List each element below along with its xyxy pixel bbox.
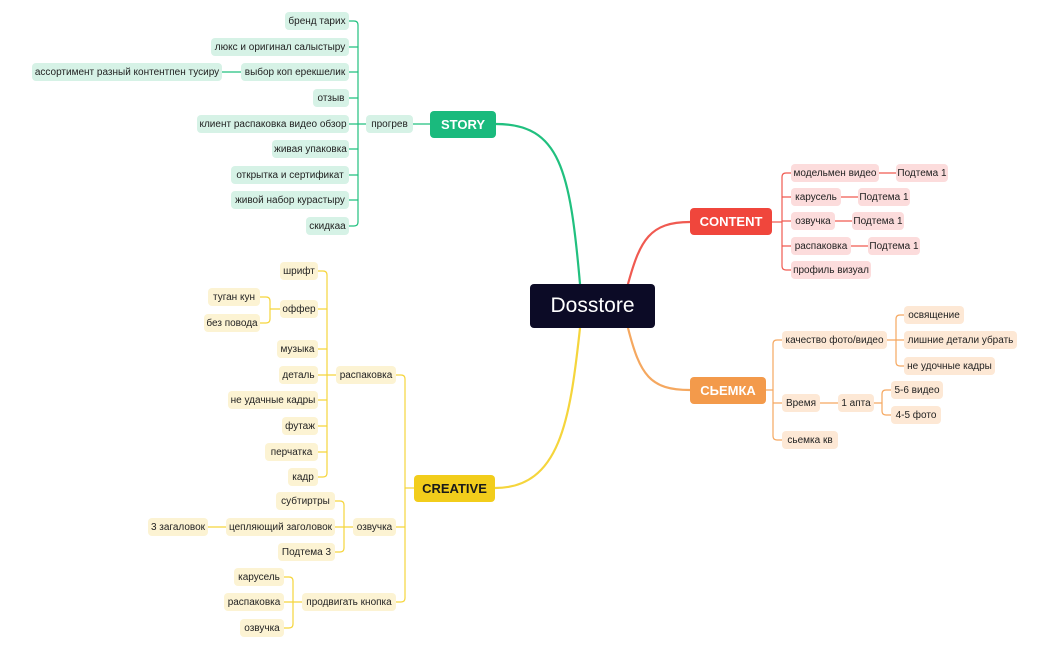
- content-subtopic-node[interactable]: Подтема 1: [868, 237, 920, 255]
- shoot-quality-node[interactable]: качество фото/видео: [782, 331, 887, 349]
- shoot-quality-item-node[interactable]: освящение: [904, 306, 964, 324]
- content-subtopic-node[interactable]: Подтема 1: [896, 164, 948, 182]
- story-progrev-node[interactable]: прогрев: [366, 115, 413, 133]
- creative-branch-node[interactable]: CREATIVE: [414, 475, 495, 502]
- shoot-week-items-stub: [881, 410, 892, 416]
- story-assortment-node[interactable]: ассортимент разный контентпен тусиру: [32, 63, 222, 81]
- creative-items-stub: [395, 374, 406, 380]
- content-item-node[interactable]: карусель: [791, 188, 841, 206]
- creative-voice-item-node[interactable]: субтиртры: [276, 492, 335, 510]
- creative-offer-items-stub: [259, 318, 271, 324]
- creative-voice-item-node[interactable]: цепляющий заголовок: [226, 518, 335, 536]
- content-items-stub: [781, 265, 792, 271]
- creative-headline-sub-node[interactable]: 3 загаловок: [148, 518, 208, 536]
- creative-promo-item-node[interactable]: озвучка: [240, 619, 284, 637]
- shoot-main-link: [626, 326, 692, 392]
- story-item-node[interactable]: клиент распаковка видео обзор: [197, 115, 349, 133]
- creative-unboxing-item-node[interactable]: шрифт: [280, 262, 318, 280]
- story-item-node[interactable]: скидкаа: [306, 217, 349, 235]
- story-item-node[interactable]: открытка и сертификат: [231, 166, 349, 184]
- creative-unboxing-node[interactable]: распаковка: [336, 366, 396, 384]
- story-main-link: [494, 122, 582, 286]
- creative-unboxing-item-node[interactable]: футаж: [282, 417, 318, 435]
- story-item-node[interactable]: отзыв: [313, 89, 349, 107]
- creative-unboxing-item-node[interactable]: не удачные кадры: [228, 391, 318, 409]
- shoot-quality-items-stub: [895, 361, 905, 367]
- creative-unboxing-items-stub: [317, 270, 328, 276]
- creative-unboxing-item-node[interactable]: перчатка: [265, 443, 318, 461]
- content-item-node[interactable]: профиль визуал: [791, 261, 871, 279]
- creative-unboxing-item-node[interactable]: кадр: [288, 468, 318, 486]
- shoot-quality-item-node[interactable]: не удочные кадры: [904, 357, 995, 375]
- shoot-kv-node[interactable]: сьемка кв: [782, 431, 838, 449]
- shoot-quality-items-stub: [895, 314, 905, 320]
- creative-offer-item-node[interactable]: туган кун: [208, 288, 260, 306]
- story-item-node[interactable]: живой набор курастыру: [231, 191, 349, 209]
- content-subtopic-node[interactable]: Подтема 1: [858, 188, 910, 206]
- story-item-node[interactable]: бренд тарих: [285, 12, 349, 30]
- creative-promo-item-node[interactable]: карусель: [234, 568, 284, 586]
- content-items-stub: [781, 172, 792, 178]
- content-item-node[interactable]: озвучка: [791, 212, 835, 230]
- shoot-branch-node[interactable]: СЬЕМКА: [690, 377, 766, 404]
- story-item-node[interactable]: люкс и оригинал салыстыру: [211, 38, 349, 56]
- story-items-stub: [348, 221, 359, 227]
- creative-promo-items-stub: [283, 576, 294, 582]
- shoot-week-node[interactable]: 1 апта: [838, 394, 874, 412]
- shoot-quality-item-node[interactable]: лишние детали убрать: [904, 331, 1017, 349]
- creative-offer-items-stub: [259, 296, 271, 302]
- shoot-items-stub: [772, 435, 783, 441]
- shoot-week-item-node[interactable]: 4-5 фото: [891, 406, 941, 424]
- creative-promo-node[interactable]: продвигать кнопка: [302, 593, 396, 611]
- shoot-time-node[interactable]: Время: [782, 394, 820, 412]
- creative-voice-item-node[interactable]: Подтема 3: [278, 543, 335, 561]
- creative-voice-items-stub: [334, 500, 345, 506]
- creative-items-stub: [395, 597, 406, 603]
- story-item-node[interactable]: выбор коп ерекшелик: [241, 63, 349, 81]
- content-item-node[interactable]: распаковка: [791, 237, 851, 255]
- creative-unboxing-item-node[interactable]: деталь: [279, 366, 318, 384]
- creative-main-link: [493, 326, 582, 490]
- connector-lines: [207, 20, 905, 629]
- story-items-stub: [348, 20, 359, 26]
- content-subtopic-node[interactable]: Подтема 1: [852, 212, 904, 230]
- creative-voice-items-stub: [334, 547, 345, 553]
- shoot-week-items-stub: [881, 389, 892, 395]
- creative-unboxing-item-node[interactable]: оффер: [280, 300, 318, 318]
- shoot-week-item-node[interactable]: 5-6 видео: [891, 381, 943, 399]
- creative-promo-item-node[interactable]: распаковка: [224, 593, 284, 611]
- creative-unboxing-items-stub: [317, 472, 328, 478]
- root-node[interactable]: Dosstore: [530, 284, 655, 328]
- content-branch-node[interactable]: CONTENT: [690, 208, 772, 235]
- creative-voice-node[interactable]: озвучка: [353, 518, 396, 536]
- shoot-items-stub: [772, 339, 783, 345]
- creative-offer-item-node[interactable]: без повода: [204, 314, 260, 332]
- story-item-node[interactable]: живая упаковка: [272, 140, 349, 158]
- creative-unboxing-item-node[interactable]: музыка: [277, 340, 318, 358]
- content-item-node[interactable]: модельмен видео: [791, 164, 879, 182]
- creative-promo-items-stub: [283, 623, 294, 629]
- story-branch-node[interactable]: STORY: [430, 111, 496, 138]
- content-main-link: [626, 220, 692, 286]
